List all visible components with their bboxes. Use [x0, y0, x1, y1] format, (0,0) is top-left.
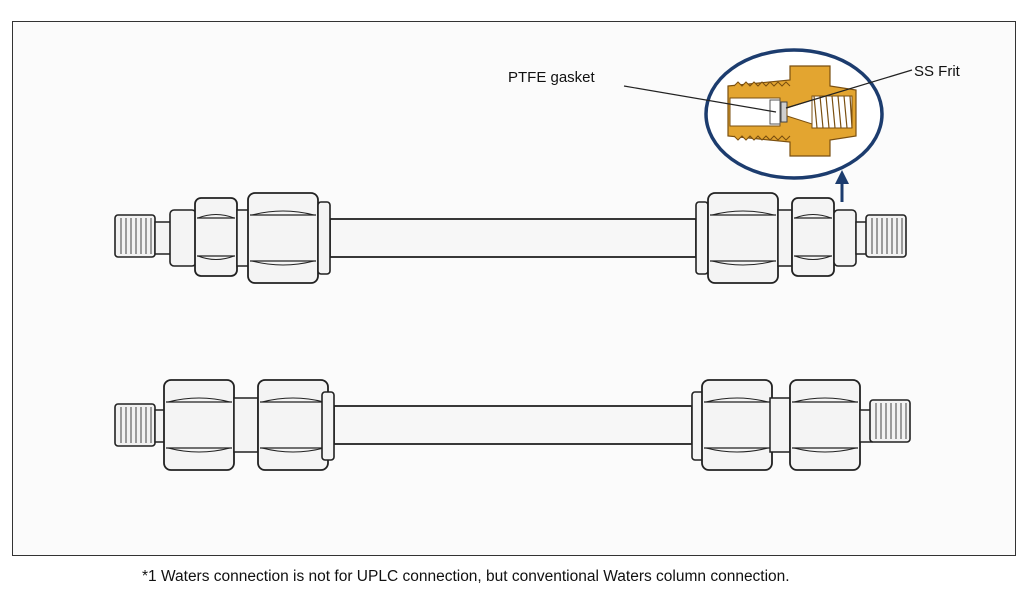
footnote: *1 Waters connection is not for UPLC con…	[142, 568, 790, 585]
ptfe-gasket-label: PTFE gasket	[508, 69, 596, 86]
ss-frit-label: SS Frit	[914, 63, 961, 80]
hex-nut-left-large	[247, 192, 319, 284]
hex-nut-right-large	[707, 192, 779, 284]
hex-nut-left-inner	[257, 379, 329, 471]
collar-right	[833, 209, 857, 267]
hex-nut-left-small	[194, 197, 238, 277]
end-cap-right	[865, 214, 907, 258]
frit-leader	[785, 69, 913, 109]
ring-right	[695, 201, 709, 275]
fitting-callout	[704, 48, 884, 180]
ring-left	[317, 201, 331, 275]
pointer-arrow	[835, 170, 849, 202]
collar-left	[169, 209, 197, 267]
end-cap-right	[869, 399, 911, 443]
end-cap-left	[114, 214, 156, 258]
spacer-right	[777, 209, 793, 267]
ring-left	[321, 391, 335, 461]
column-top	[114, 192, 907, 284]
end-cap-left	[114, 403, 156, 447]
hex-nut-right-outer	[789, 379, 861, 471]
column-bottom	[114, 379, 911, 471]
hex-nut-right-small	[791, 197, 835, 277]
column-tube	[333, 405, 693, 445]
adapter-left	[154, 221, 172, 255]
gasket-leader	[623, 85, 777, 113]
hex-nut-left-outer	[163, 379, 235, 471]
spacer-right	[769, 397, 791, 453]
fitting-cross-section	[727, 65, 857, 157]
hex-nut-right-inner	[701, 379, 773, 471]
spacer-left	[233, 397, 259, 453]
ss-frit	[780, 101, 788, 123]
column-tube	[329, 218, 697, 258]
